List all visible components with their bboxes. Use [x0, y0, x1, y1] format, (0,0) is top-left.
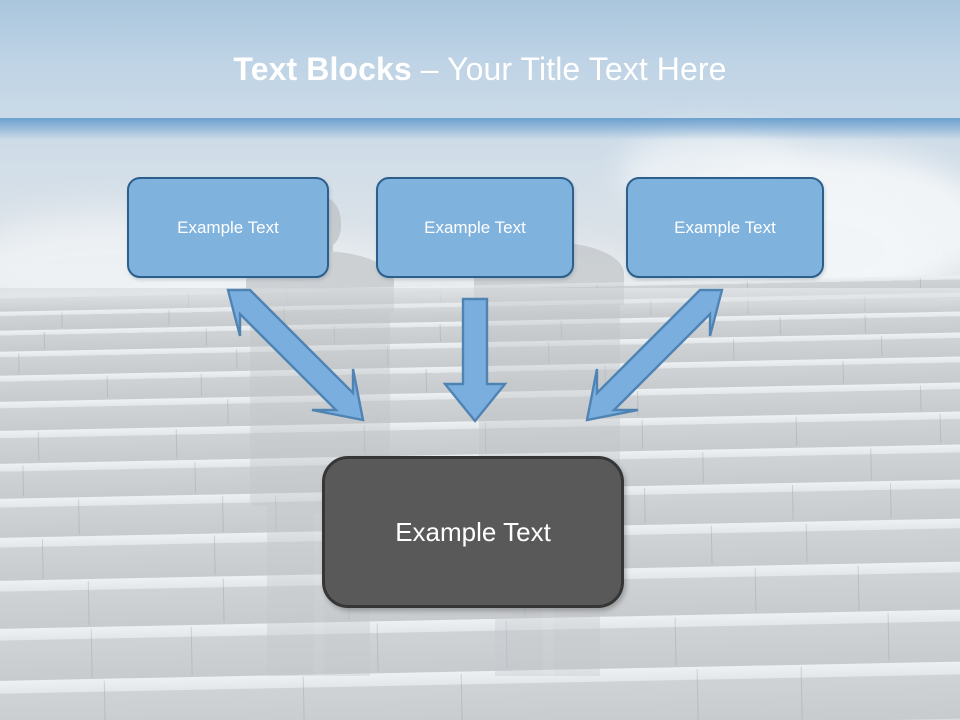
text-block-2-label: Example Text [424, 218, 526, 238]
page-title-rest: – Your Title Text Here [412, 51, 727, 87]
page-title-strong: Text Blocks [233, 51, 411, 87]
page-title: Text Blocks – Your Title Text Here [0, 49, 960, 89]
text-block-2[interactable]: Example Text [376, 177, 574, 278]
text-block-3-label: Example Text [674, 218, 776, 238]
text-block-1[interactable]: Example Text [127, 177, 329, 278]
text-block-1-label: Example Text [177, 218, 279, 238]
result-text-block-label: Example Text [395, 517, 551, 548]
text-block-3[interactable]: Example Text [626, 177, 824, 278]
result-text-block[interactable]: Example Text [322, 456, 624, 608]
title-banner-fade [0, 118, 960, 140]
